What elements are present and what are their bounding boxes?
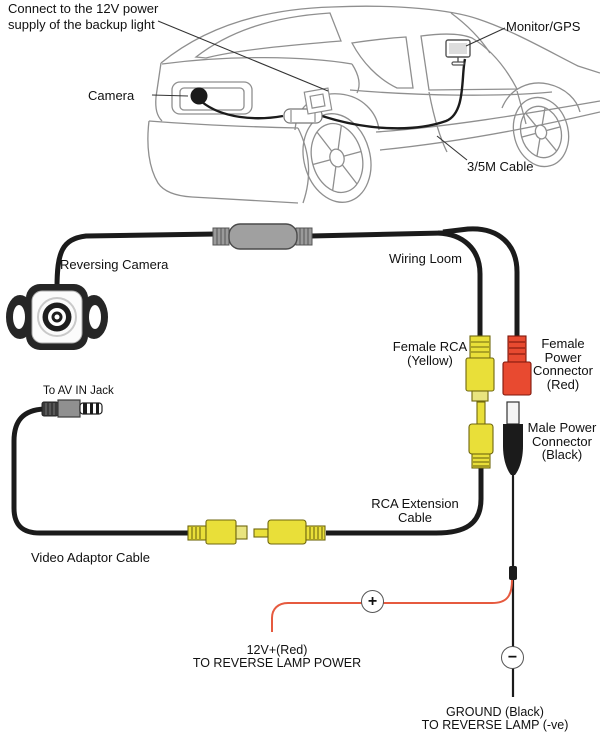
car-license-recess: [171, 81, 253, 115]
car-bumper-side: [297, 127, 310, 204]
car-bumper: [147, 120, 299, 204]
car-door-seam: [428, 91, 448, 153]
label-cable-35m: 3/5M Cable: [467, 159, 534, 174]
car-trunk-deck: [161, 56, 353, 65]
label-monitor-gps: Monitor/GPS: [506, 19, 581, 34]
wiring-loom-junction-icon: [212, 223, 313, 250]
label-camera: Camera: [88, 88, 135, 103]
leader-lines: [151, 20, 506, 161]
label-female-power: Female Power Connector (Red): [533, 336, 593, 392]
monitor-gps-icon: [445, 39, 471, 66]
leader-camera: [151, 94, 189, 97]
leader-12v-power: [157, 20, 329, 92]
car-rear-window: [194, 12, 342, 59]
female-power-red-icon: [502, 335, 532, 396]
wiring-loom-cables: [11, 226, 520, 536]
car-quarter-window: [350, 36, 414, 89]
car-illustration: [147, 5, 600, 204]
positive-terminal-icon: +: [361, 590, 384, 613]
car-rocker-line: [375, 100, 600, 133]
car-license-plate: [179, 87, 245, 111]
loom-power-branch: [442, 226, 520, 340]
female-rca-yellow-icon: [465, 335, 495, 402]
leader-cable: [436, 135, 468, 161]
av-jack-icon: [41, 399, 103, 418]
male-power-black-icon: [503, 401, 523, 475]
female-rca-right-icon: [187, 519, 248, 545]
label-connect-power-line2: supply of the backup light: [8, 17, 155, 32]
label-female-rca: Female RCA (Yellow): [392, 339, 468, 368]
rca-extension-cable-path: [326, 467, 484, 536]
camera-dot-icon: [190, 87, 208, 105]
label-av-jack: To AV IN Jack: [43, 385, 114, 397]
car-rear-wheel: [302, 113, 372, 203]
video-adaptor-cable-path: [11, 406, 189, 536]
car-door-window: [420, 33, 519, 91]
cable-end-sheath: [509, 566, 517, 580]
negative-terminal-icon: −: [501, 646, 524, 669]
label-rca-extension: RCA Extension Cable: [371, 496, 459, 525]
car-beltline: [349, 89, 553, 96]
male-rca-left-icon: [253, 519, 326, 545]
body-cable: [321, 58, 467, 130]
backup-light-plate-icon: [303, 87, 333, 115]
label-ground: GROUND (Black) TO REVERSE LAMP (-ve): [421, 705, 569, 732]
label-video-adaptor: Video Adaptor Cable: [31, 550, 151, 565]
male-rca-up-icon: [468, 401, 494, 469]
car-bumper-top: [148, 120, 299, 129]
car-front-door-seam: [516, 90, 527, 125]
label-12v-power: 12V+(Red) TO REVERSE LAMP POWER: [192, 643, 362, 670]
reversing-camera-icon: [6, 284, 108, 350]
car-taillight-edge: [351, 63, 360, 94]
car-roofline: [160, 5, 600, 74]
car-front-wheel-arch: [501, 82, 581, 113]
red-power-wire: [271, 579, 513, 632]
label-reversing-camera: Reversing Camera: [60, 257, 169, 272]
car-rear-face: [155, 62, 163, 122]
label-wiring-loom: Wiring Loom: [389, 251, 462, 266]
camera-cable: [54, 231, 217, 289]
car-sill-line: [379, 111, 600, 151]
label-male-power: Male Power Connector (Black): [527, 420, 597, 462]
label-connect-power-line1: Connect to the 12V power: [8, 1, 159, 16]
leader-monitor: [465, 27, 506, 47]
loom-trunk-cable: [310, 230, 444, 239]
loom-video-branch: [437, 230, 483, 340]
car-windshield: [450, 12, 491, 54]
trunk-cable: [201, 101, 284, 120]
car-front-wheel: [512, 96, 570, 168]
car-cable-route: [201, 58, 467, 130]
